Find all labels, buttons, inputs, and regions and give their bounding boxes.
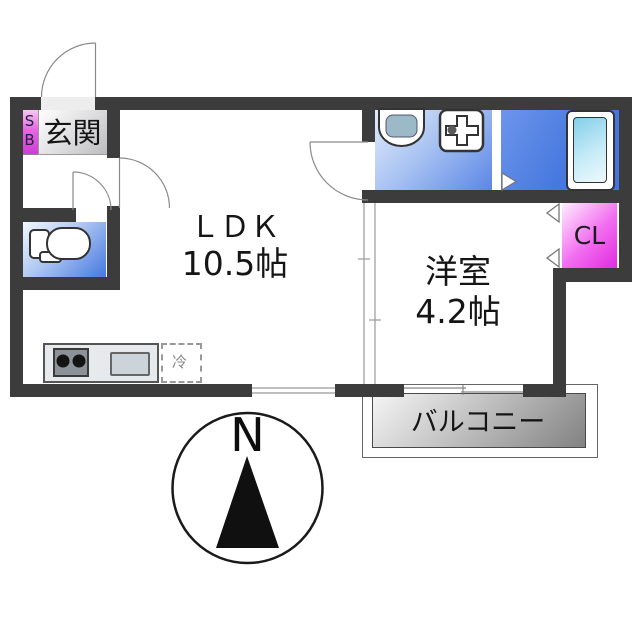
stove-burners-icon	[56, 354, 86, 368]
bathtub-icon	[566, 110, 615, 191]
refrigerator-label: 冷	[171, 352, 187, 371]
wall-below-closet	[553, 268, 632, 282]
sliding-door-icon	[358, 203, 381, 384]
north-arrow-icon	[171, 411, 324, 565]
closet-area	[562, 203, 617, 268]
washroom-door-swing-icon	[309, 141, 369, 201]
wall-hall-lower	[107, 206, 120, 222]
wall-top-main	[95, 97, 632, 110]
bathroom-folding-door-icon	[501, 171, 518, 192]
closet-folding-door-icon	[545, 202, 560, 269]
wall-right	[619, 97, 632, 282]
washing-machine-icon	[438, 108, 485, 153]
balcony-label: バルコニー	[410, 407, 546, 438]
toilet-icon	[29, 227, 91, 263]
wall-bottom-left	[10, 384, 252, 397]
western-room-size-label: 4.2帖	[415, 292, 501, 331]
wall-toilet-top	[23, 208, 76, 222]
wall-bottom-mid	[335, 384, 404, 397]
ldk-name-label: ＬＤＫ	[190, 210, 280, 245]
bathroom-door-strip	[492, 110, 501, 190]
refrigerator-space	[161, 343, 202, 383]
wall-toilet-bottom	[23, 277, 120, 290]
wall-washroom-stub	[362, 110, 375, 142]
balcony-area	[372, 393, 586, 448]
wall-hall-upper	[107, 110, 120, 158]
ldk-size-label: 10.5帖	[181, 244, 289, 283]
wall-below-bath	[362, 190, 632, 203]
hall-door-swing-icon	[118, 157, 171, 209]
compass-north-label: N	[230, 408, 265, 462]
kitchen-sink-icon	[110, 352, 150, 376]
entrance-area	[38, 108, 109, 155]
western-room-name-label: 洋室	[425, 252, 491, 291]
toilet-door-swing-icon	[72, 171, 112, 211]
entrance-door-swing-icon	[40, 42, 97, 98]
wall-toilet-right	[107, 222, 120, 290]
shoe-box-label: SB	[24, 112, 35, 149]
washbasin-icon	[378, 108, 425, 147]
entrance-threshold	[41, 97, 95, 110]
closet-label: CL	[573, 221, 606, 250]
wall-left	[10, 97, 23, 397]
window-icon	[252, 387, 335, 394]
wall-western-room-right	[553, 268, 566, 397]
bathtub-inner	[573, 117, 607, 183]
entrance-label: 玄関	[43, 115, 102, 150]
sliding-window-icon	[404, 385, 523, 395]
